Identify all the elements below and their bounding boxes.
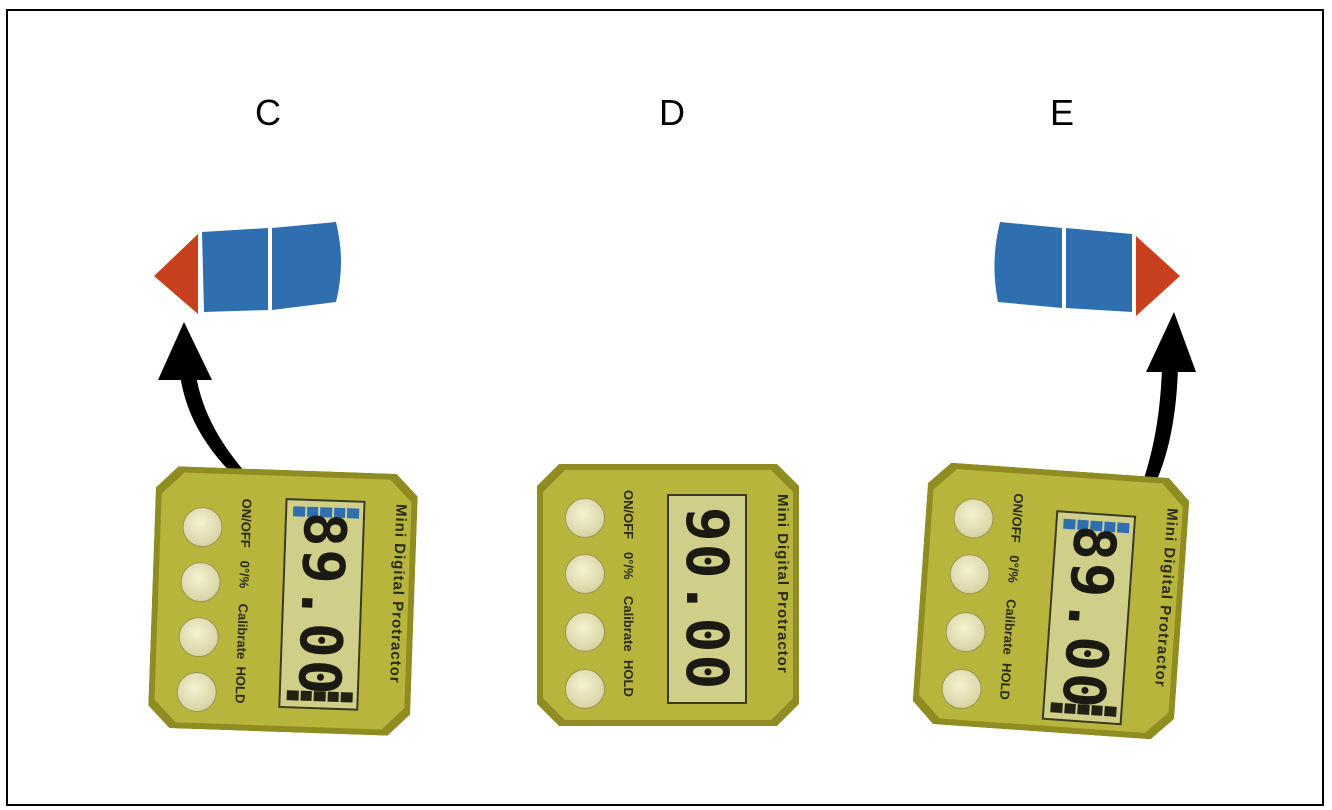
zero-button[interactable]	[565, 554, 605, 594]
angle-reading: 89.00	[1048, 523, 1130, 713]
angle-reading: 90.00	[673, 506, 741, 692]
panel-label-c: C	[255, 92, 281, 133]
calibrate-label: Calibrate	[233, 603, 251, 660]
calibrate-label: Calibrate	[621, 596, 636, 652]
power-label: ON/OFF	[237, 498, 255, 549]
direction-arrow-icon-right	[994, 222, 1180, 316]
hold-button[interactable]	[565, 669, 605, 709]
curved-arrow-icon-c	[158, 322, 272, 505]
tilt-bar-bottom	[286, 690, 353, 703]
curved-arrow-icon-e	[1130, 312, 1196, 518]
hold-label: HOLD	[997, 662, 1015, 701]
angle-reading: 89.00	[284, 510, 360, 698]
hold-label: HOLD	[232, 666, 249, 704]
protractor-device-e: ON/OFF 0°/% Calibrate HOLD 89.00 Mini Di…	[911, 461, 1191, 741]
protractor-device-c: ON/OFF 0°/% Calibrate HOLD 89.00 Mini Di…	[148, 466, 419, 737]
panel-label-d: D	[659, 92, 685, 133]
lcd-display: 90.00	[667, 494, 747, 704]
zero-label: 0°/%	[236, 560, 253, 589]
power-label: ON/OFF	[621, 490, 636, 540]
lcd-display: 89.00	[1041, 510, 1137, 726]
calibrate-button[interactable]	[565, 612, 605, 652]
device-brand: Mini Digital Protractor	[774, 494, 791, 674]
zero-label: 0°/%	[621, 552, 636, 580]
hold-label: HOLD	[621, 660, 636, 697]
direction-arrow-icon-left	[154, 222, 341, 314]
lcd-display: 89.00	[278, 498, 366, 711]
panel-label-e: E	[1049, 92, 1074, 133]
zero-label: 0°/%	[1005, 554, 1023, 584]
protractor-device-d: ON/OFF 0°/% Calibrate HOLD 90.00 Mini Di…	[537, 464, 799, 726]
power-button[interactable]	[565, 498, 605, 538]
